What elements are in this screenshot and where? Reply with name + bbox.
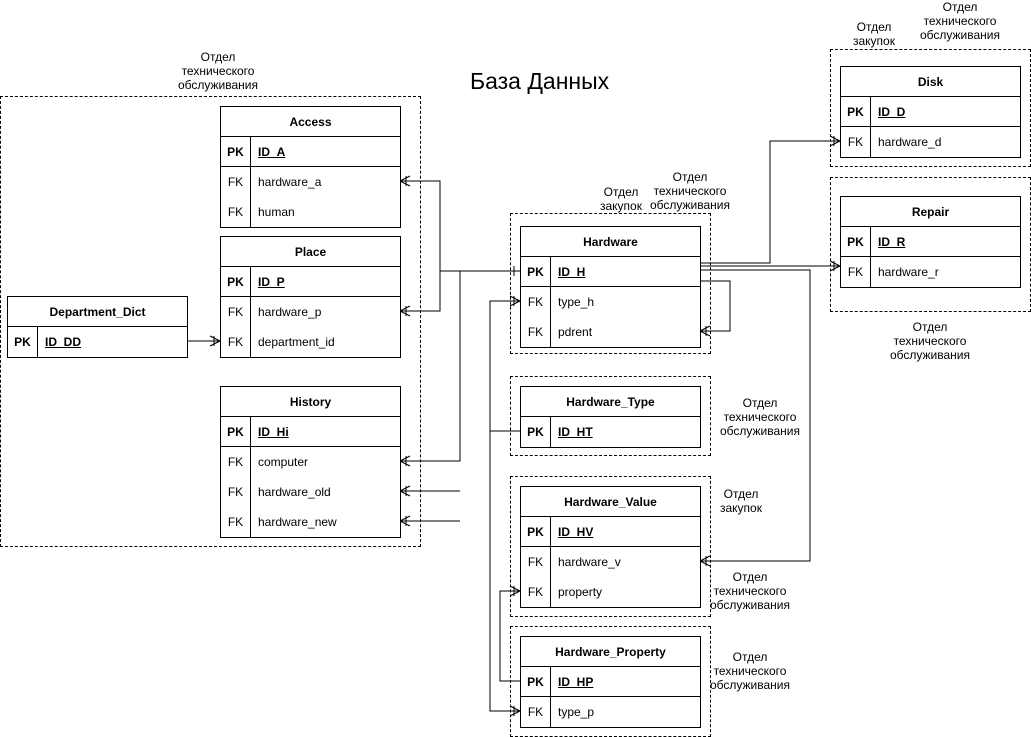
note-tech-hardware: Отдел технического обслуживания — [649, 170, 731, 212]
note-tech-hardware-value: Отдел технического обслуживания — [709, 570, 791, 612]
link-hardware-type — [489, 300, 520, 432]
link-access-hardware — [400, 180, 441, 271]
note-zakupok-hardware-value: Отдел закупок — [720, 487, 762, 515]
group-hardware-type — [510, 376, 711, 456]
entity-title: Hardware — [521, 227, 700, 257]
link-property-type — [489, 430, 520, 712]
group-hardware-value — [510, 476, 711, 617]
link-hardware-parent — [700, 280, 731, 332]
entity-title: Hardware_Property — [521, 637, 700, 667]
link-disk — [700, 140, 840, 264]
entity-title: Disk — [841, 67, 1020, 97]
note-tech-hardware-type: Отдел технического обслуживания — [719, 396, 801, 438]
link-history-computer — [400, 271, 461, 462]
note-tech-hardware-property: Отдел технического обслуживания — [709, 650, 791, 692]
entity-title: Department_Dict — [8, 297, 187, 327]
note-zakupok-disk: Отдел закупок — [853, 20, 895, 48]
note-tech-repair: Отдел технического обслуживания — [889, 320, 971, 362]
group-tech-left — [0, 96, 421, 547]
link-place-hardware — [400, 271, 441, 312]
link-hardware-value — [700, 269, 811, 562]
note-tech-left: Отдел технического обслуживания — [177, 50, 259, 92]
group-hardware — [510, 213, 711, 354]
diagram-title: База Данных — [470, 68, 610, 94]
entity-title: Hardware_Type — [521, 387, 700, 417]
note-zakupok-hardware: Отдел закупок — [600, 185, 642, 213]
note-tech-disk: Отдел технического обслуживания — [919, 0, 1001, 42]
entity-title: Repair — [841, 197, 1020, 227]
entity-title: Hardware_Value — [521, 487, 700, 517]
entity-title: History — [221, 387, 400, 417]
link-property-value — [499, 590, 520, 682]
entity-title: Place — [221, 237, 400, 267]
entity-title: Access — [221, 107, 400, 137]
